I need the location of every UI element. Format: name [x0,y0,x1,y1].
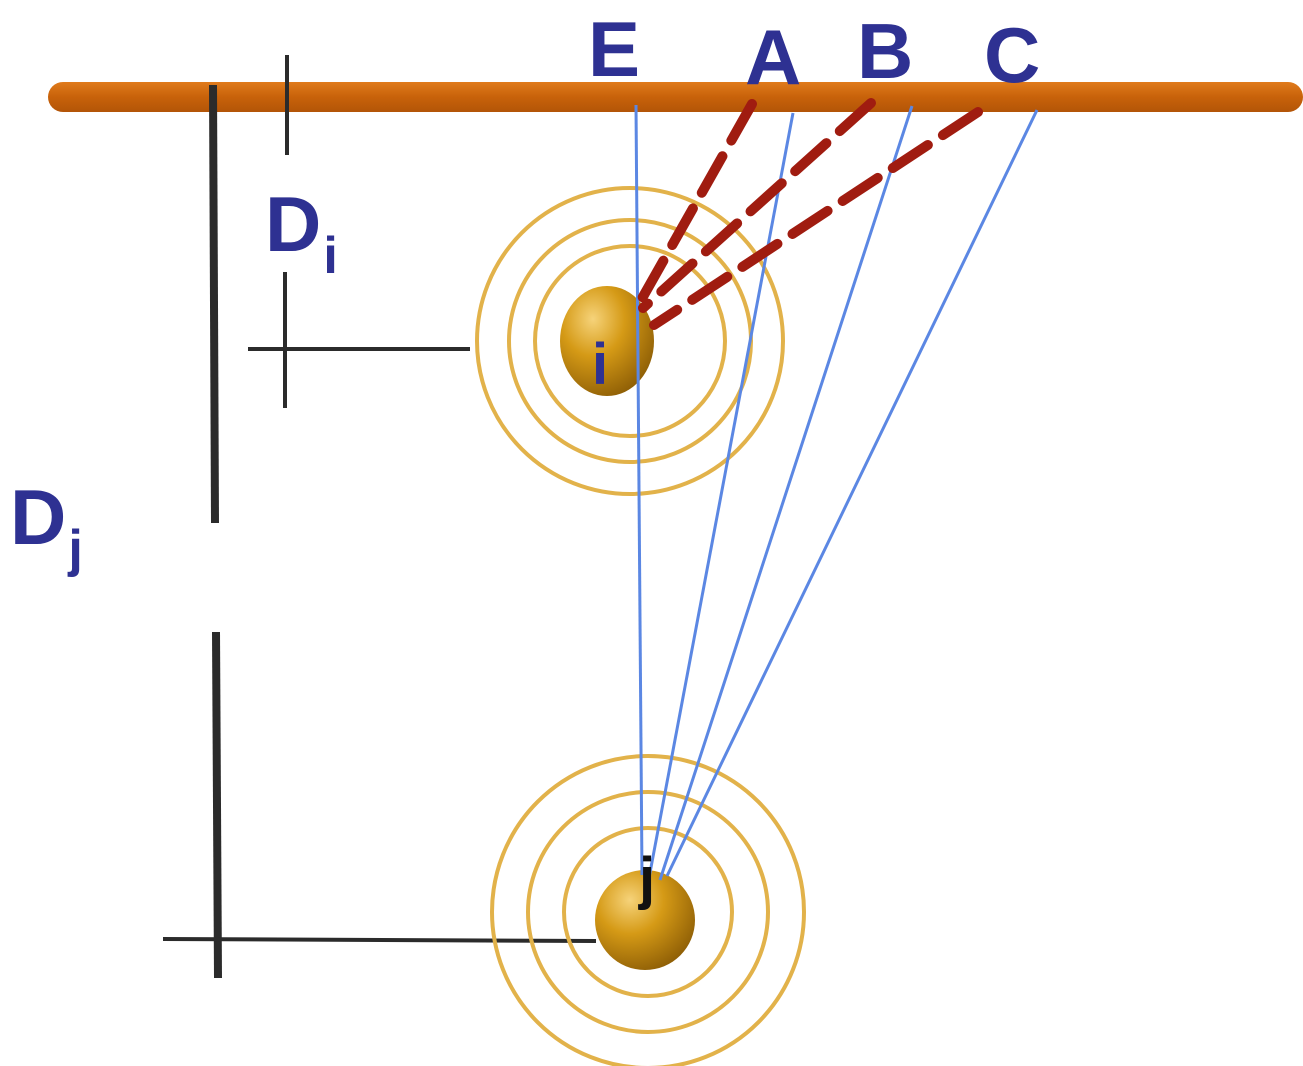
surface-label-e: E [588,10,640,88]
atom-label-j: j [639,850,655,908]
surface-bar [48,82,1303,112]
atom-label-i: i [592,336,608,394]
dimension-dj [213,85,218,978]
surface-label-b: B [857,12,913,90]
path-lines-from-i [640,103,978,325]
surface-label-a: A [745,18,801,96]
distance-label-di: Di [265,185,338,263]
distance-label-dj-main: D [10,473,66,561]
distance-label-dj: Dj [10,478,83,556]
distance-label-di-sub: i [323,227,337,285]
surface-label-c: C [984,16,1040,94]
distance-label-di-main: D [265,180,321,268]
distance-label-dj-sub: j [68,520,82,578]
